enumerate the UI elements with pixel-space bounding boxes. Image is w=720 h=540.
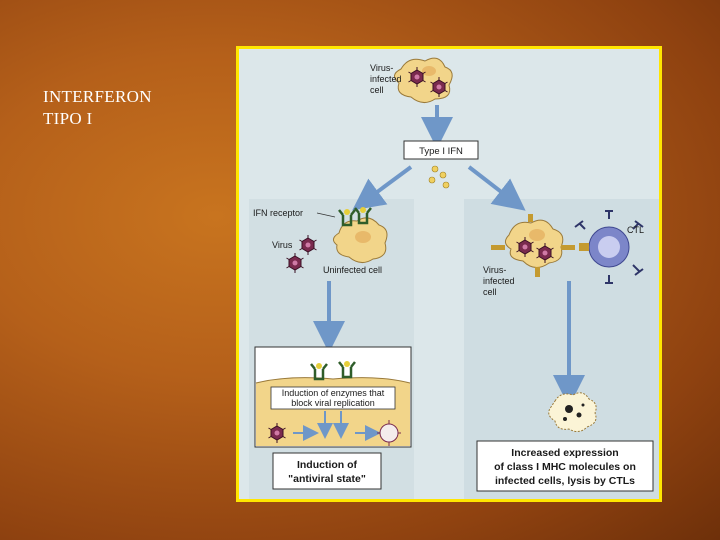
ctl-cell bbox=[574, 210, 644, 284]
top-cell-label-2: infected bbox=[370, 74, 402, 84]
enzyme-label-box bbox=[270, 386, 396, 410]
slide-title: INTERFERON TIPO I bbox=[43, 86, 223, 130]
ctl-result-label-3: infected cells, lysis by CTLs bbox=[495, 475, 635, 487]
right-infected-cell bbox=[491, 214, 575, 277]
ifn-receptor-label: IFN receptor bbox=[253, 208, 303, 218]
ifn-molecules bbox=[428, 165, 450, 189]
enzyme-label-1: Induction of enzymes that bbox=[282, 388, 385, 398]
inactive-virus-icon bbox=[377, 420, 401, 446]
antiviral-label-1: Induction of bbox=[297, 459, 358, 471]
slide-title-line-2: TIPO I bbox=[43, 109, 93, 128]
right-cell-label-3: cell bbox=[483, 287, 497, 297]
top-cell-label-3: cell bbox=[370, 85, 384, 95]
arrow-right-branch bbox=[467, 165, 526, 211]
antiviral-label-2: "antiviral state" bbox=[288, 473, 366, 485]
type-i-ifn-diagram: Virus- infected cell Type I IFN IFN rece… bbox=[249, 57, 659, 499]
top-infected-cell bbox=[394, 57, 453, 103]
ctl-label: CTL bbox=[627, 225, 644, 235]
right-cell-label-2: infected bbox=[483, 276, 515, 286]
ctl-result-label-1: Increased expression bbox=[511, 447, 618, 459]
ctl-result-box bbox=[476, 440, 654, 492]
uninfected-cell bbox=[333, 205, 388, 263]
antiviral-state-box bbox=[272, 452, 382, 490]
enzyme-label-2: block viral replication bbox=[291, 398, 375, 408]
right-cell-label-1: Virus- bbox=[483, 265, 506, 275]
ifn-box bbox=[403, 140, 479, 160]
virus-label: Virus bbox=[272, 240, 293, 250]
ctl-result-label-2: of class I MHC molecules on bbox=[494, 461, 636, 473]
top-cell-label-1: Virus- bbox=[370, 63, 393, 73]
slide-title-line-1: INTERFERON bbox=[43, 87, 152, 106]
arrow-left-branch bbox=[352, 165, 413, 211]
uninfected-cell-label: Uninfected cell bbox=[323, 265, 382, 275]
diagram-frame: Virus- infected cell Type I IFN IFN rece… bbox=[236, 46, 662, 502]
lysed-cell bbox=[548, 392, 597, 433]
diagram-panel: Virus- infected cell Type I IFN IFN rece… bbox=[239, 49, 659, 499]
ifn-box-label: Type I IFN bbox=[419, 146, 463, 157]
